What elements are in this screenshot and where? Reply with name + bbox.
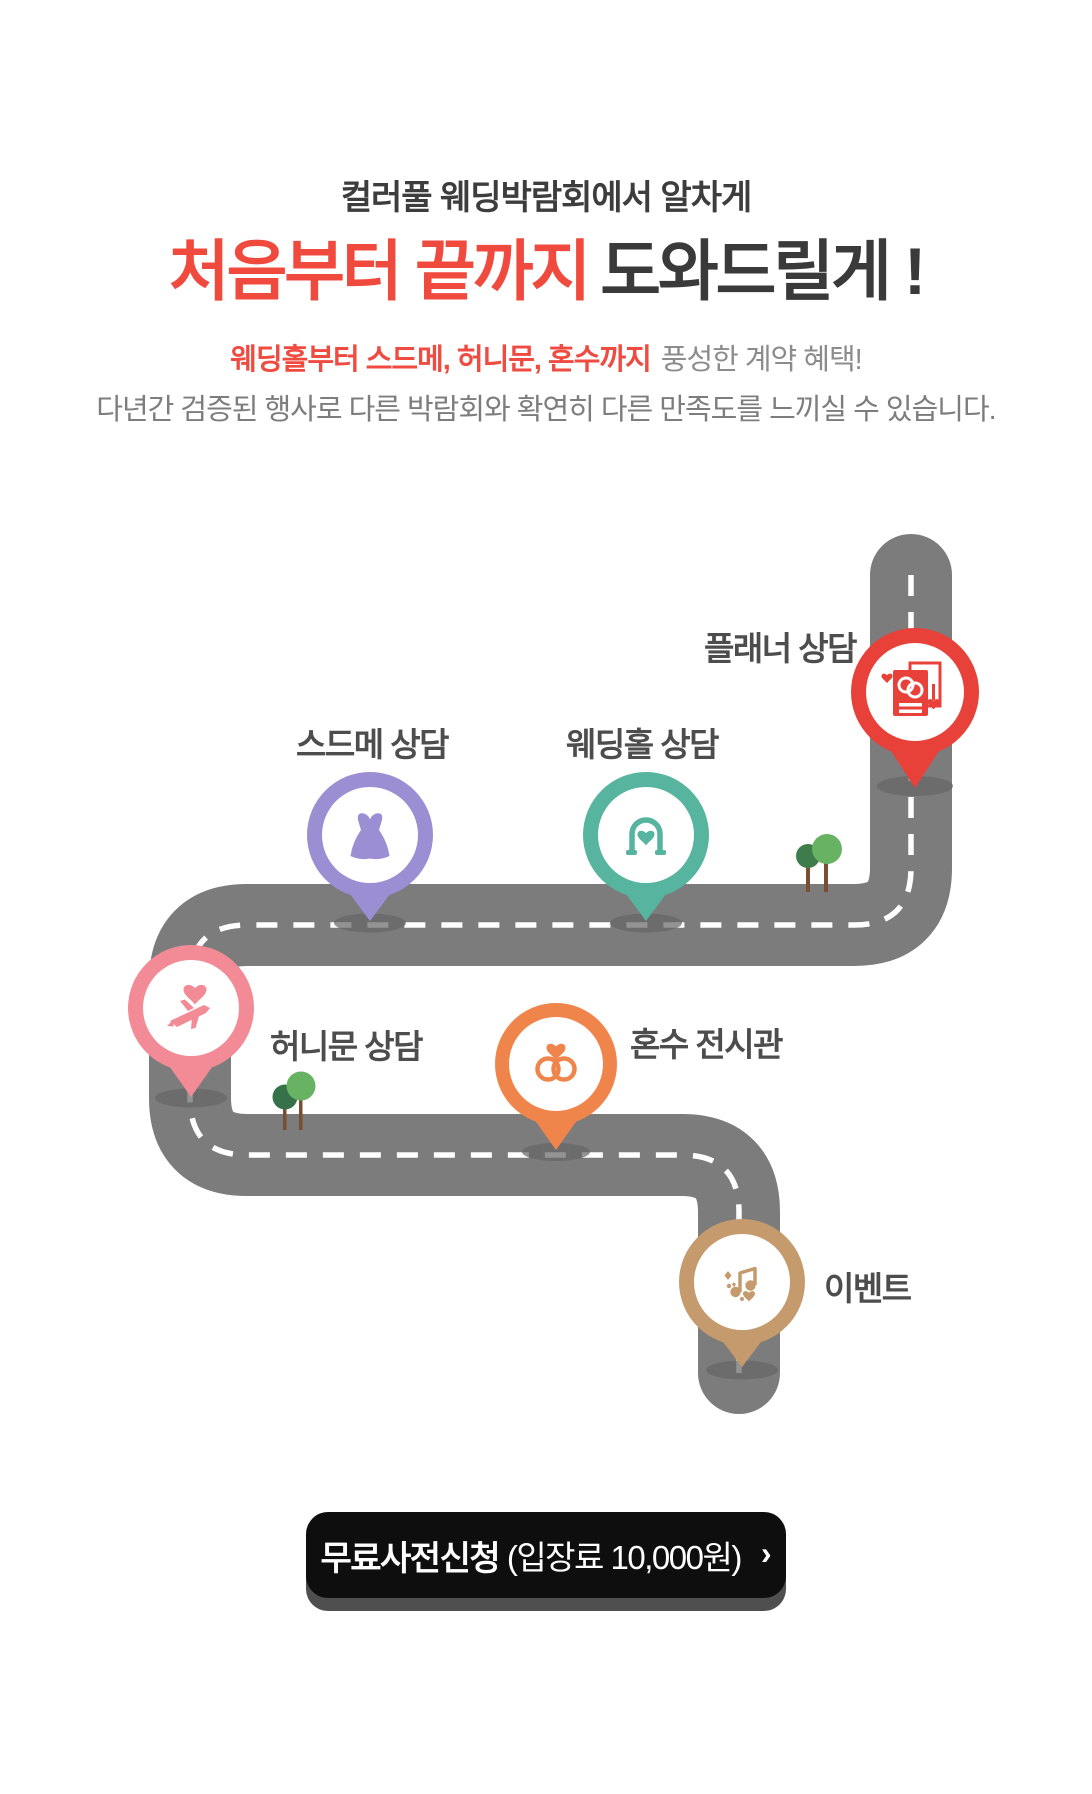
pin-sdm xyxy=(307,772,433,921)
chevron-right-icon: › xyxy=(760,1534,772,1571)
station-label-honsu: 혼수 전시관 xyxy=(630,1026,783,1063)
road xyxy=(149,534,952,1414)
road-center-line xyxy=(187,575,914,1373)
pin-event xyxy=(679,1219,805,1367)
station-label-hall: 웨딩홀 상담 xyxy=(566,726,719,763)
station-label-planner: 플래너 상담 xyxy=(704,630,857,667)
cta-label-detail: (입장료 10,000원) xyxy=(499,1539,743,1576)
cta-label-bold: 무료사전신청 xyxy=(320,1539,500,1578)
subtitle-highlight: 웨딩홀부터 스드메, 허니문, 혼수까지 xyxy=(230,343,651,376)
wedding-dress-icon xyxy=(350,813,390,860)
station-label-sdm: 스드메 상담 xyxy=(296,726,449,763)
pin-honeymoon xyxy=(128,945,254,1097)
tree-icon xyxy=(272,1071,316,1130)
page-title-rest: 도와드릴게 ! xyxy=(600,234,926,308)
wedding-arch-icon xyxy=(626,817,666,855)
tree-icon xyxy=(796,834,842,892)
page-title-highlight: 처음부터 끝까지 xyxy=(168,234,591,308)
station-label-event: 이벤트 xyxy=(824,1270,912,1307)
music-sparkle-icon xyxy=(724,1266,757,1302)
station-label-honeymoon: 허니문 상담 xyxy=(270,1028,423,1065)
eyebrow-text: 컬러풀 웨딩박람회에서 알차게 xyxy=(340,179,753,217)
subtitle: 웨딩홀부터 스드메, 허니문, 혼수까지 풍성한 계약 혜택! xyxy=(0,336,1092,378)
pin-inner xyxy=(694,1234,790,1330)
description-text: 다년간 검증된 행사로 다른 박람회와 확연히 다른 만족도를 느끼실 수 있습… xyxy=(96,393,996,426)
pin-shadows xyxy=(155,776,953,1380)
pin-hall xyxy=(583,772,709,921)
subtitle-rest: 풍성한 계약 혜택! xyxy=(660,343,863,376)
wedding-rings-icon xyxy=(535,1043,577,1082)
free-register-button[interactable]: 무료사전신청 (입장료 10,000원) › xyxy=(306,1512,786,1598)
wedding-planner-book-icon xyxy=(881,661,942,716)
pin-honsu xyxy=(495,1003,617,1150)
honeymoon-plane-heart-icon xyxy=(167,984,210,1029)
pin-planner xyxy=(851,628,979,788)
